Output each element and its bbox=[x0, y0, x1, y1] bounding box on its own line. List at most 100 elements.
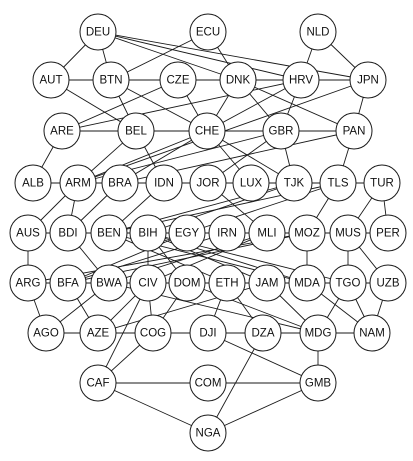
node-circle bbox=[9, 214, 47, 252]
node-bih: BIH bbox=[129, 214, 167, 252]
node-circle bbox=[145, 164, 183, 202]
node-com: COM bbox=[189, 364, 227, 402]
node-bel: BEL bbox=[117, 112, 155, 150]
node-eth: ETH bbox=[208, 264, 246, 302]
edge-gmb-nga bbox=[207, 382, 319, 434]
edge-egy-bfa bbox=[67, 232, 188, 284]
node-circle bbox=[208, 264, 246, 302]
edge-caf-nga bbox=[97, 382, 209, 434]
node-circle bbox=[262, 112, 300, 150]
node-cze: CZE bbox=[159, 61, 197, 99]
node-circle bbox=[248, 214, 286, 252]
node-bdi: BDI bbox=[49, 214, 87, 252]
node-circle bbox=[189, 414, 227, 452]
node-label: ALB bbox=[22, 178, 44, 190]
node-tls: TLS bbox=[319, 164, 357, 202]
node-circle bbox=[49, 264, 87, 302]
node-label: BRA bbox=[108, 178, 132, 190]
node-circle bbox=[353, 314, 391, 352]
node-label: DEU bbox=[86, 27, 110, 39]
node-uzb: UZB bbox=[369, 264, 407, 302]
node-circle bbox=[288, 264, 326, 302]
edge-deu-hrv bbox=[97, 31, 302, 81]
node-label: DNK bbox=[226, 75, 251, 87]
node-circle bbox=[329, 214, 367, 252]
node-arm: ARM bbox=[59, 164, 97, 202]
node-circle bbox=[319, 164, 357, 202]
edge-che-arm bbox=[77, 130, 208, 184]
node-circle bbox=[363, 164, 401, 202]
node-label: NGA bbox=[196, 428, 221, 440]
node-circle bbox=[248, 264, 286, 302]
node-circle bbox=[79, 314, 117, 352]
node-label: JAM bbox=[256, 278, 279, 290]
node-circle bbox=[92, 61, 130, 99]
node-circle bbox=[219, 61, 257, 99]
node-circle bbox=[159, 61, 197, 99]
node-are: ARE bbox=[43, 112, 81, 150]
node-ecu: ECU bbox=[189, 13, 227, 51]
node-circle bbox=[43, 112, 81, 150]
node-aze: AZE bbox=[79, 314, 117, 352]
node-circle bbox=[189, 164, 227, 202]
node-deu: DEU bbox=[79, 13, 117, 51]
node-circle bbox=[168, 264, 206, 302]
node-mli: MLI bbox=[248, 214, 286, 252]
node-label: JOR bbox=[197, 178, 220, 190]
node-civ: CIV bbox=[129, 264, 167, 302]
node-circle bbox=[299, 314, 337, 352]
node-circle bbox=[59, 164, 97, 202]
node-circle bbox=[335, 112, 373, 150]
node-label: NLD bbox=[306, 27, 329, 39]
node-mdg: MDG bbox=[299, 314, 337, 352]
edge-deu-dnk bbox=[97, 31, 239, 81]
node-label: CZE bbox=[167, 75, 190, 87]
node-label: BWA bbox=[96, 278, 122, 290]
node-label: HRV bbox=[289, 75, 313, 87]
node-label: CIV bbox=[138, 278, 158, 290]
node-label: GBR bbox=[269, 126, 294, 138]
node-label: JPN bbox=[357, 75, 379, 87]
node-aus: AUS bbox=[9, 214, 47, 252]
node-mus: MUS bbox=[329, 214, 367, 252]
node-label: IDN bbox=[154, 178, 174, 190]
node-circle bbox=[329, 264, 367, 302]
node-label: UZB bbox=[377, 278, 400, 290]
node-jam: JAM bbox=[248, 264, 286, 302]
edge-cze-are bbox=[61, 79, 179, 132]
edge-dom-mdg bbox=[186, 282, 319, 334]
node-circle bbox=[90, 214, 128, 252]
node-label: ETH bbox=[216, 278, 239, 290]
node-circle bbox=[188, 112, 226, 150]
node-circle bbox=[134, 314, 172, 352]
node-label: TGO bbox=[336, 278, 361, 290]
node-circle bbox=[299, 364, 337, 402]
node-label: ARE bbox=[50, 126, 74, 138]
node-dom: DOM bbox=[168, 264, 206, 302]
node-bra: BRA bbox=[101, 164, 139, 202]
node-gmb: GMB bbox=[299, 364, 337, 402]
node-dza: DZA bbox=[244, 314, 282, 352]
node-mda: MDA bbox=[288, 264, 326, 302]
node-label: BDI bbox=[58, 228, 77, 240]
node-label: DZA bbox=[252, 328, 275, 340]
node-circle bbox=[79, 13, 117, 51]
node-che: CHE bbox=[188, 112, 226, 150]
node-label: AUS bbox=[16, 228, 40, 240]
node-per: PER bbox=[369, 214, 407, 252]
node-arg: ARG bbox=[9, 264, 47, 302]
node-circle bbox=[49, 214, 87, 252]
node-circle bbox=[189, 364, 227, 402]
node-caf: CAF bbox=[79, 364, 117, 402]
node-label: BFA bbox=[57, 278, 79, 290]
node-label: BTN bbox=[100, 75, 123, 87]
node-label: CAF bbox=[87, 378, 110, 390]
node-label: GMB bbox=[305, 378, 332, 390]
node-bfa: BFA bbox=[49, 264, 87, 302]
node-label: ARM bbox=[65, 178, 91, 190]
node-nam: NAM bbox=[353, 314, 391, 352]
node-egy: EGY bbox=[168, 214, 206, 252]
edge-hrv-are bbox=[61, 79, 302, 132]
node-gbr: GBR bbox=[262, 112, 300, 150]
